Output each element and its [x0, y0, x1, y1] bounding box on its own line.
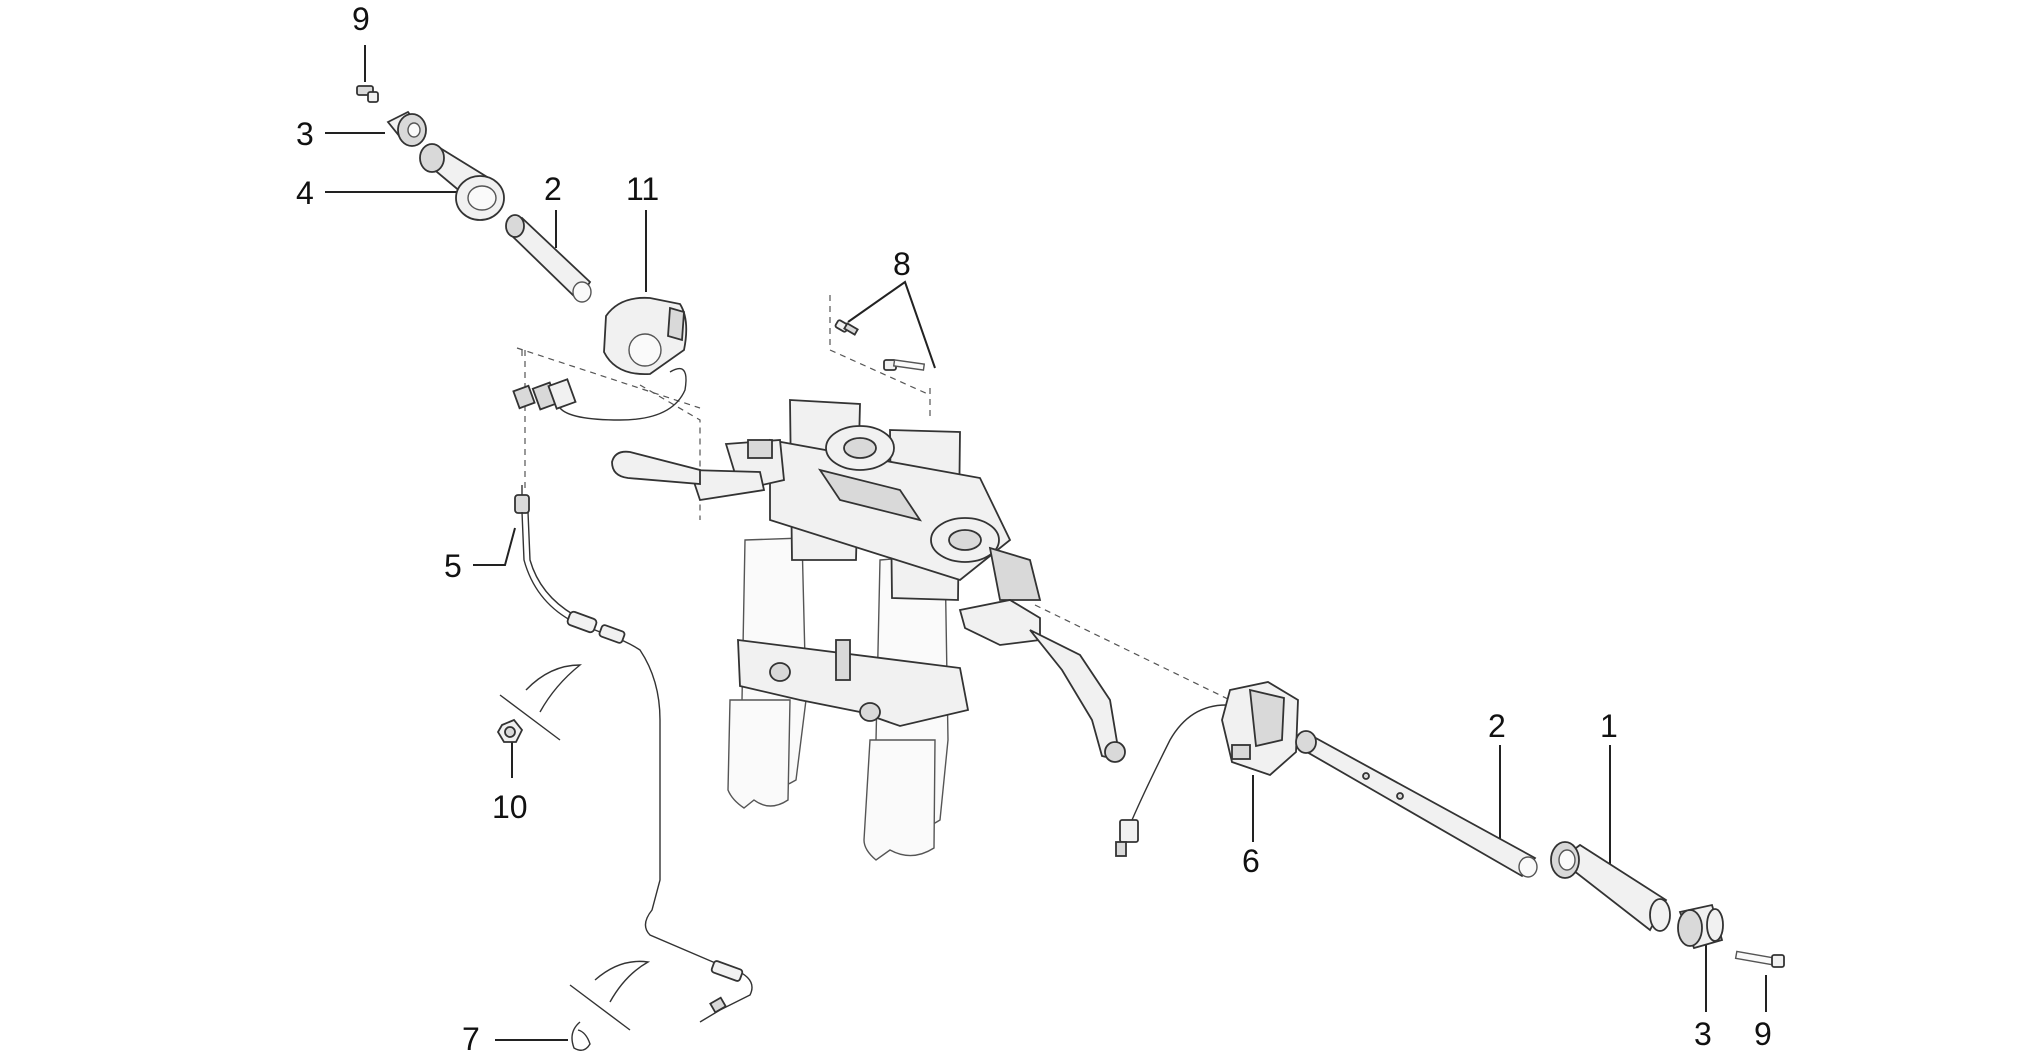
grip-right-part — [1550, 841, 1671, 932]
bar-end-weight-top-part — [386, 110, 427, 147]
throttle-tube-top-part — [505, 214, 592, 303]
leader-lines — [325, 45, 1767, 1041]
cable-part — [514, 485, 753, 1023]
screw-right-part — [1734, 950, 1785, 968]
nut-part — [496, 664, 582, 743]
throttle-housing-part — [512, 296, 688, 421]
callout-2-right: 2 — [1488, 708, 1506, 744]
callout-8: 8 — [893, 246, 911, 282]
screw-top-part — [356, 85, 379, 103]
handlebar-tube-right-part — [1295, 730, 1538, 878]
screws-8-part — [834, 319, 926, 371]
switch-housing-part — [1115, 681, 1299, 857]
callout-9-right: 9 — [1754, 1016, 1772, 1051]
callout-2-top: 2 — [544, 171, 562, 207]
callout-10: 10 — [492, 789, 528, 825]
clip-part — [569, 960, 651, 1051]
fork-assembly-part — [611, 399, 1126, 861]
callout-1: 1 — [1600, 708, 1618, 744]
callout-labels: 9 3 4 2 11 8 5 10 7 6 2 1 3 9 — [296, 1, 1772, 1051]
callout-5: 5 — [444, 548, 462, 584]
callout-7: 7 — [462, 1021, 480, 1051]
callout-9-top: 9 — [352, 1, 370, 37]
callout-4: 4 — [296, 175, 314, 211]
bar-end-weight-right-part — [1677, 903, 1724, 950]
callout-11: 11 — [626, 171, 659, 207]
callout-3-right: 3 — [1694, 1016, 1712, 1051]
callout-6: 6 — [1242, 843, 1260, 879]
grip-top-part — [419, 143, 505, 221]
callout-3-top: 3 — [296, 116, 314, 152]
